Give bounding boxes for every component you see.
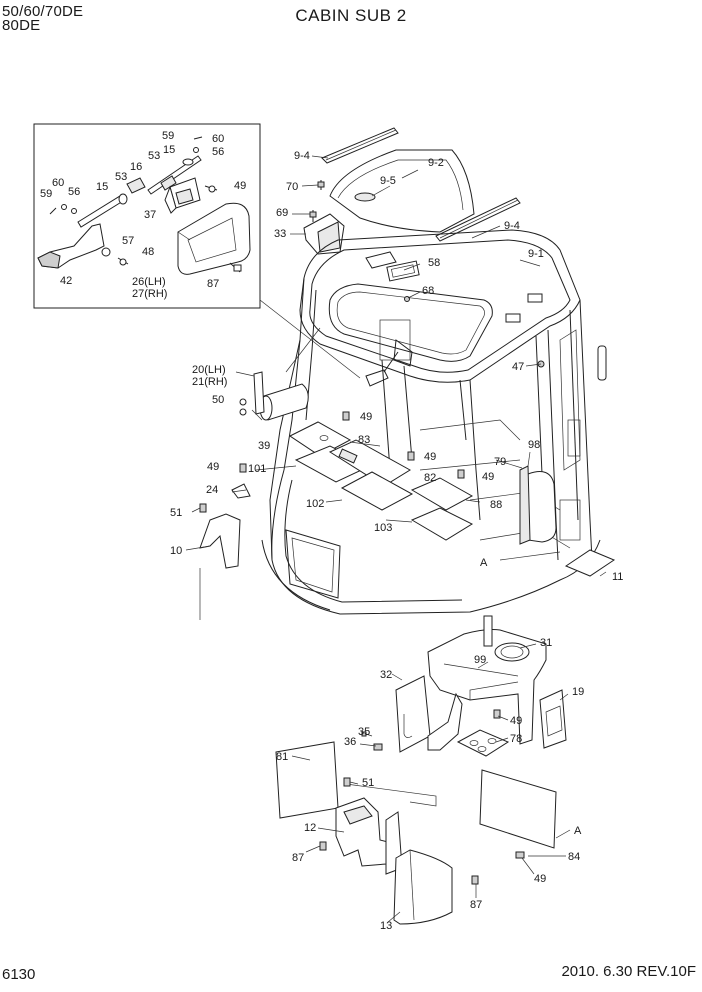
callout: 87 — [470, 899, 482, 911]
callout: 82 — [424, 472, 436, 484]
callout: 58 — [428, 257, 440, 269]
callout: 53 — [148, 150, 160, 162]
pedal-42 — [37, 223, 105, 269]
callout: A — [480, 557, 488, 569]
callout: 56 — [68, 186, 80, 198]
callout: 59 — [40, 188, 52, 200]
callout: 60 — [212, 133, 224, 145]
callout: 10 — [170, 545, 182, 557]
callout: 79 — [494, 456, 506, 468]
callout: 70 — [286, 181, 298, 193]
rod-upper — [147, 155, 202, 195]
callout: 69 — [276, 207, 288, 219]
callout: 57 — [122, 235, 134, 247]
callout: 51 — [170, 507, 182, 519]
callout: 11 — [612, 571, 623, 583]
callout: 49 — [360, 411, 372, 423]
callout: 35 — [358, 726, 370, 738]
revision-date: 2010. 6.30 REV.10F — [561, 963, 696, 980]
callout: 13 — [380, 920, 392, 932]
cover-26-27 — [177, 202, 251, 275]
bracket-37 — [164, 177, 201, 214]
callout: 37 — [144, 209, 156, 221]
callout: 9-4 — [294, 150, 310, 162]
callout: 103 — [374, 522, 392, 534]
callout: 49 — [207, 461, 219, 473]
callout: 19 — [572, 686, 584, 698]
model-line-2: 80DE — [2, 17, 41, 34]
callout: 15 — [163, 144, 175, 156]
callout: 56 — [212, 146, 224, 158]
callout: 102 — [306, 498, 324, 510]
callout: 33 — [274, 228, 286, 240]
callout: 12 — [304, 822, 316, 834]
roof-parts — [303, 127, 521, 255]
callout: 24 — [206, 484, 218, 496]
callout: 31 — [540, 637, 552, 649]
callout: 16 — [130, 161, 142, 173]
callout: 78 — [510, 733, 522, 745]
callout: 81 — [276, 751, 288, 763]
callout: 9-1 — [528, 248, 544, 260]
callout: 60 — [52, 177, 64, 189]
callout: 87 — [207, 278, 219, 290]
callout: 9-5 — [380, 175, 396, 187]
callout: A — [574, 825, 582, 837]
callout: 26(LH) — [132, 276, 166, 288]
callout: 87 — [292, 852, 304, 864]
callout: 47 — [512, 361, 524, 373]
callout: 68 — [422, 285, 434, 297]
rod-lower — [77, 177, 146, 228]
callout: 49 — [482, 471, 494, 483]
model-line-1: 50/60/70DE — [2, 3, 84, 20]
callout: 39 — [258, 440, 270, 452]
page-number: 6130 — [2, 966, 36, 983]
lower-assembly — [275, 615, 571, 925]
floor-panels — [185, 155, 616, 620]
callout: 49 — [424, 451, 436, 463]
callout: 36 — [344, 736, 356, 748]
callout: 59 — [162, 130, 174, 142]
callout: 42 — [60, 275, 72, 287]
page-title: CABIN SUB 2 — [295, 6, 407, 25]
callout: 99 — [474, 654, 486, 666]
callout: 51 — [362, 777, 374, 789]
callout-labels: 59 60 15 56 53 16 59 60 15 53 56 49 37 5… — [40, 130, 623, 932]
callout: 101 — [248, 463, 266, 475]
callout: 9-4 — [504, 220, 520, 232]
callout: 27(RH) — [132, 288, 167, 300]
callout: 20(LH) — [192, 364, 226, 376]
callout: 48 — [142, 246, 154, 258]
callout: 53 — [115, 171, 127, 183]
callout: 32 — [380, 669, 392, 681]
callout: 9-2 — [428, 157, 444, 169]
callout: 50 — [212, 394, 224, 406]
callout: 21(RH) — [192, 376, 227, 388]
callout: 49 — [534, 873, 546, 885]
callout: 84 — [568, 851, 580, 863]
callout: 49 — [234, 180, 246, 192]
callout: 98 — [528, 439, 540, 451]
callout: 83 — [358, 434, 370, 446]
callout: 49 — [510, 715, 522, 727]
inset-detail — [33, 123, 361, 379]
callout: 15 — [96, 181, 108, 193]
callout: 88 — [490, 499, 502, 511]
